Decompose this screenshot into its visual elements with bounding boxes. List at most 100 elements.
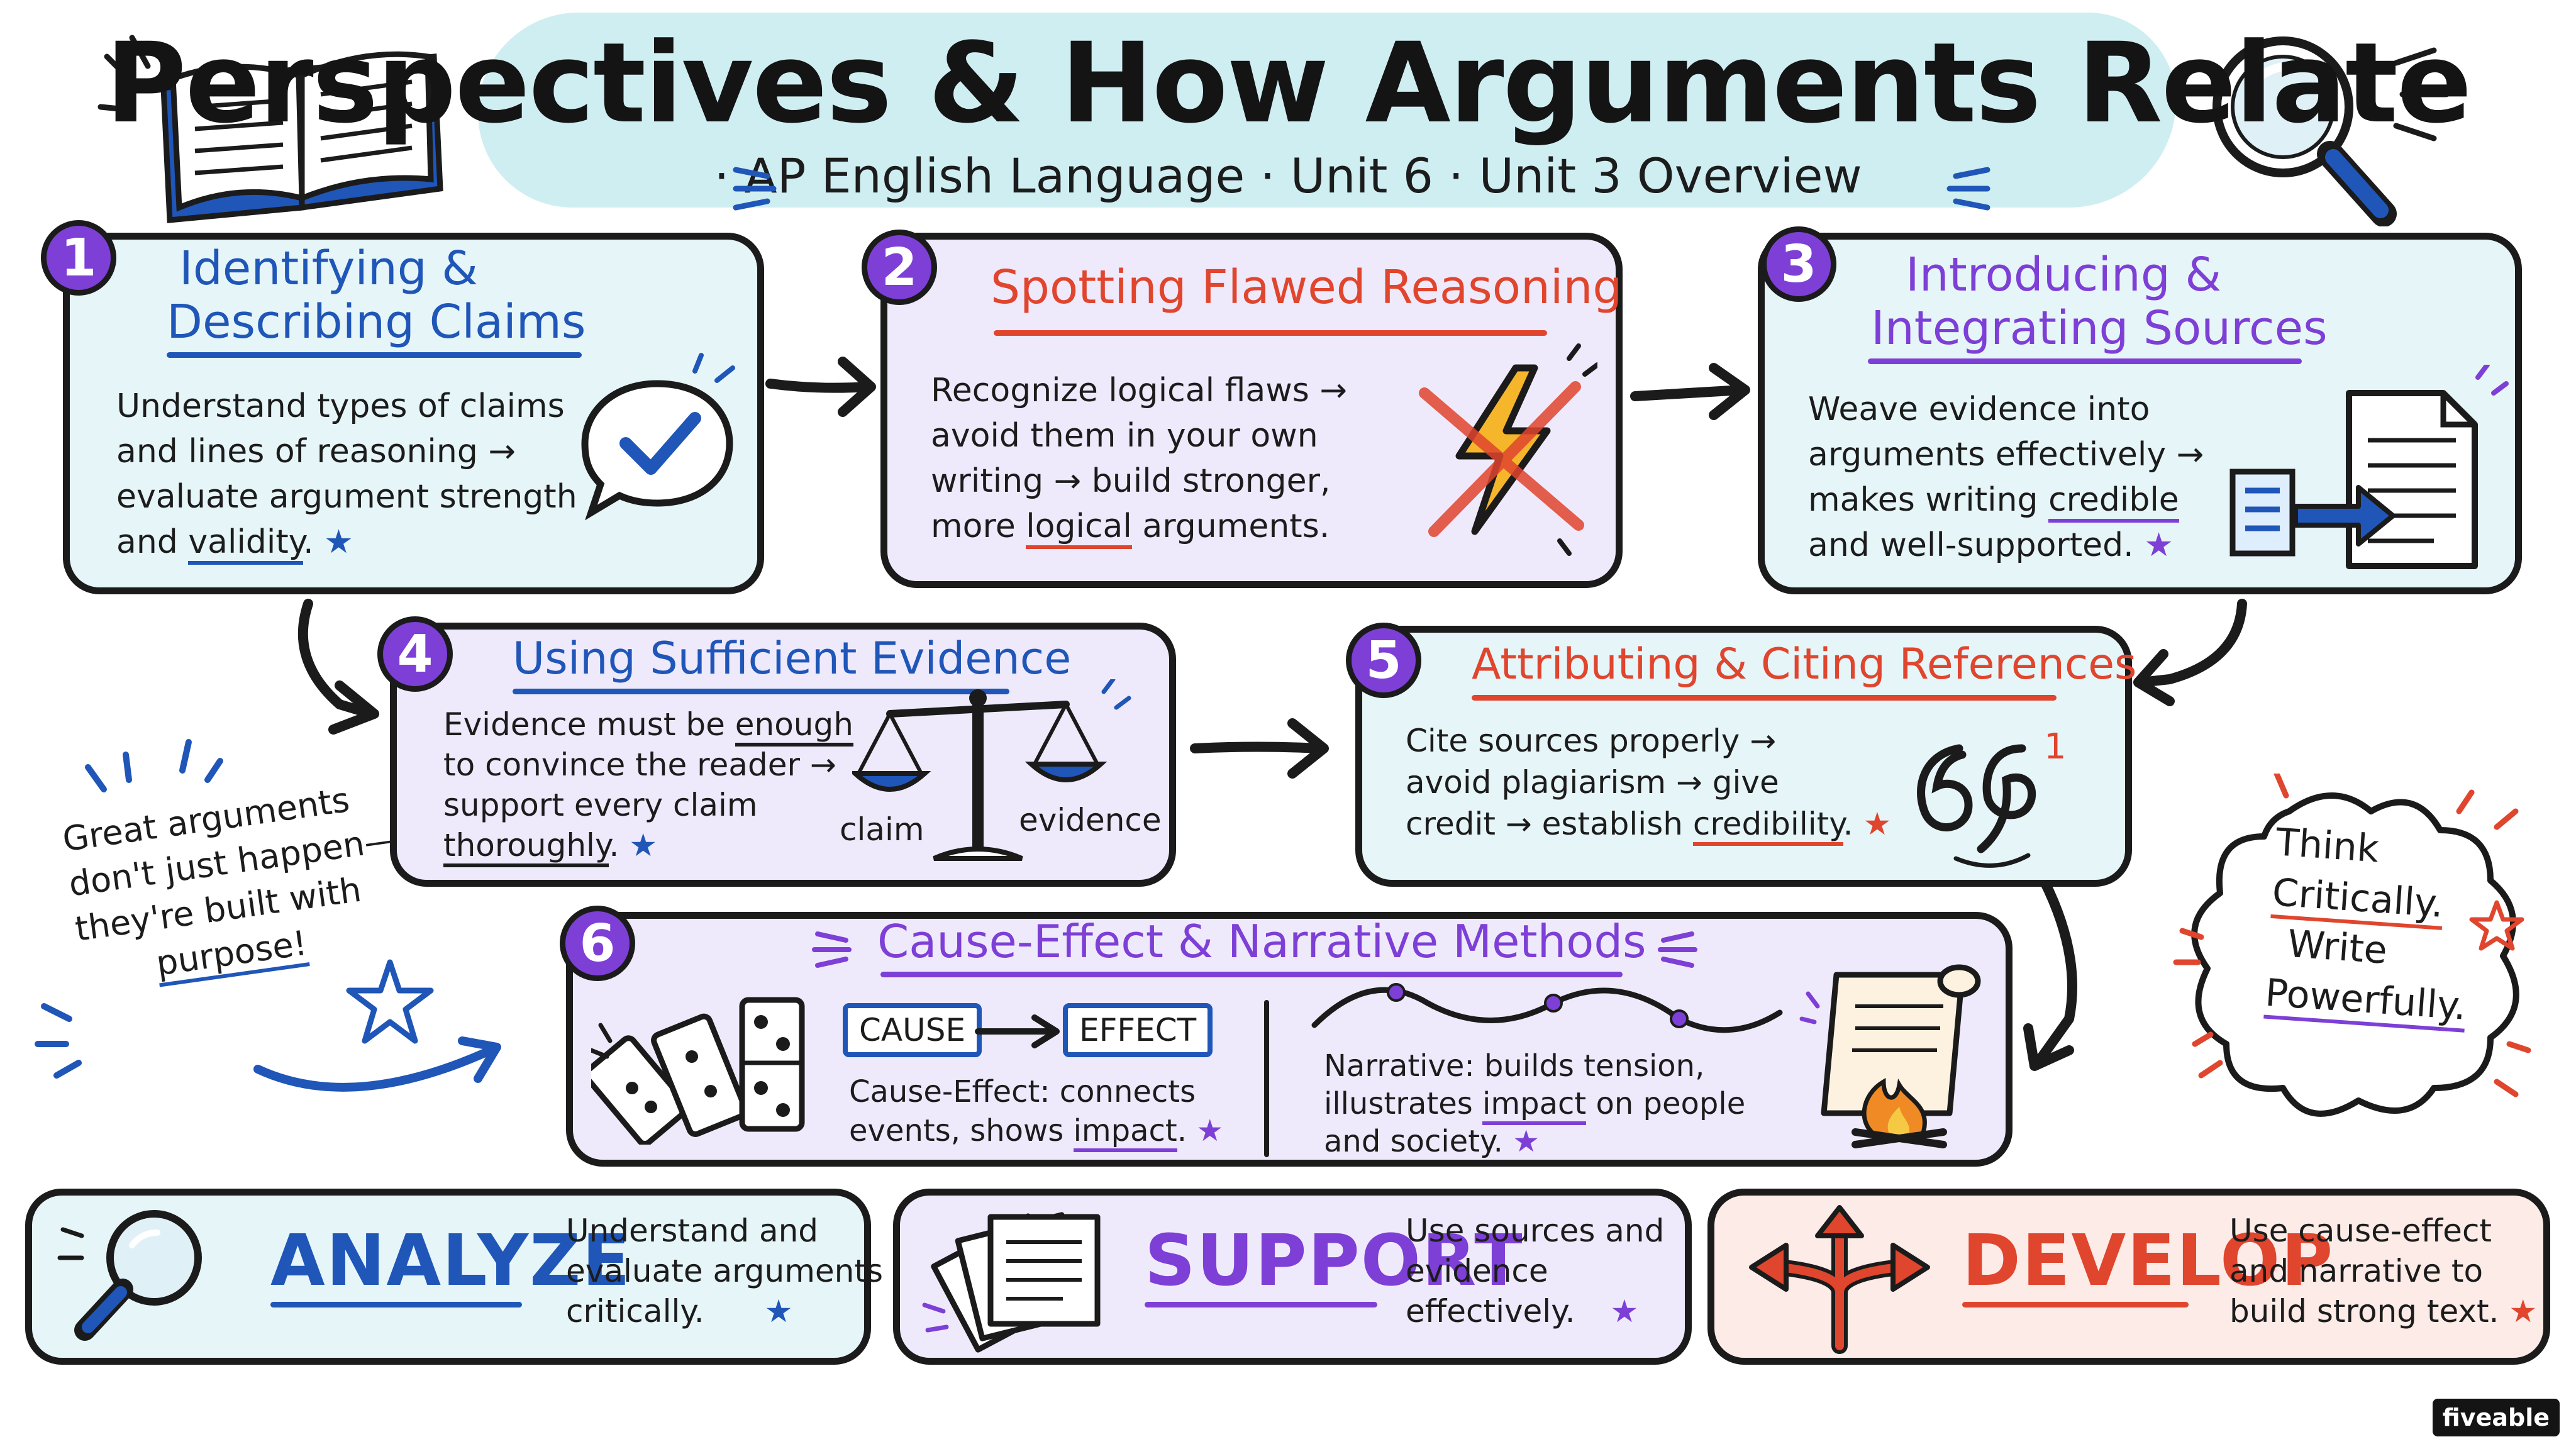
develop-underline [1962,1302,2189,1307]
effect-label: EFFECT [1063,1003,1213,1057]
narrative-wave-icon [1311,983,1783,1033]
card-5-body-line: Cite sources properly → [1406,723,1777,759]
card-2-title-line1: Spotting Flawed Reasoning [991,260,1623,314]
card-3-body-line: makes writing credible [1808,477,2204,523]
card-1-title-line2: Describing Claims [167,295,586,349]
subtitle-dash-right [1946,167,1990,211]
dominoes-icon [591,997,805,1145]
subtitle-dash-left [733,167,777,211]
card-3-title-underline [1868,358,2302,364]
scroll-campfire-icon [1799,964,1981,1148]
narrative-line: illustrates impact on people [1324,1085,1745,1125]
card-6-title-line1: Cause-Effect & Narrative Methods [877,915,1646,968]
card-6-number: 6 [560,906,635,981]
card-3-title-line1: Introducing & [1906,248,2222,302]
card-6-title-underline [880,972,1623,977]
card-2-title-underline [994,330,1547,336]
card-1-body-line: Understand types of claims [116,387,565,425]
card-1-number: 1 [41,220,116,296]
footnote-number: 1 [2044,726,2067,767]
card-3-body-line: Weave evidence into [1808,391,2150,428]
card-4-body-line: to convince the reader → [443,747,836,783]
brand-logo: fiveable [2432,1399,2560,1436]
cause-effect-text: Cause-Effect: connects events, shows imp… [849,1072,1223,1152]
card-1-body: Understand types of claims and lines of … [116,384,577,565]
card-5-body-line: avoid plagiarism → give [1406,764,1779,801]
card-4-body-line: Evidence must be enough [443,704,853,747]
card-1-title-line1: Identifying & [179,242,479,296]
bottom-line: evaluate arguments [566,1253,884,1289]
card-2-body-line: more logical arguments. [931,504,1347,549]
bottom-line: critically. ★ [566,1293,793,1330]
bottom-text-analyze: Understand and evaluate arguments critic… [566,1211,883,1331]
card-5-body: Cite sources properly → avoid plagiarism… [1406,720,1891,846]
card-3-body-line: arguments effectively → [1808,436,2204,474]
card-4-number: 4 [377,616,453,692]
papers-icon [922,1212,1101,1353]
checkmark-speech-bubble-icon [581,353,735,521]
support-underline [1145,1302,1377,1307]
card-3-number: 3 [1761,226,1836,302]
card-3-body: Weave evidence into arguments effectivel… [1808,387,2204,568]
card-1-body-line: and validity. ★ [116,519,577,565]
cause-effect-line: Cause-Effect: connects [849,1074,1196,1109]
narrative-line: Narrative: builds tension, [1324,1048,1705,1084]
cause-effect-line: events, shows impact. ★ [849,1111,1223,1152]
bottom-line: build strong text. ★ [2229,1293,2538,1330]
cause-effect-arrow [975,1014,1060,1048]
card-3-title-line2: Integrating Sources [1871,301,2328,355]
magnifier-icon [2212,36,2450,226]
narrative-line: and society. ★ [1324,1124,1540,1159]
bottom-text-support: Use sources and evidence effectively. ★ [1406,1211,1664,1331]
card-3-body-line: and well-supported. ★ [1808,526,2174,564]
card-4-body: Evidence must be enough to convince the … [443,704,853,867]
scale-right-label: evidence [1019,802,1162,838]
cloud-text: Think Critically. Write Powerfully. [2263,817,2478,1033]
card-5-body-line: credit → establish credibility. ★ [1406,803,1891,846]
balance-scale-icon [852,679,1131,861]
bottom-line: evidence [1406,1253,1548,1289]
bottom-line: Use sources and [1406,1213,1665,1249]
card-4-title-underline [513,689,1009,694]
bottom-line: effectively. ★ [1406,1293,1639,1330]
bottom-word-analyze: ANALYZE [270,1220,631,1302]
card-5-title-underline [1472,695,2057,701]
analyze-underline [270,1302,522,1307]
magnifier-icon [57,1210,202,1341]
title-dash-left [812,931,852,968]
narrative-text: Narrative: builds tension, illustrates i… [1324,1047,1745,1160]
scale-left-label: claim [840,811,924,848]
bottom-line: Understand and [566,1213,819,1249]
open-book-icon [97,35,443,223]
card-4-body-line: support every claim [443,787,758,823]
page-title: Perspectives & How Arguments Relate [105,19,2472,148]
card-1-body-line: evaluate argument strength [116,478,577,516]
bottom-word-develop: DEVELOP [1962,1220,2334,1302]
bottom-word-support: SUPPORT [1145,1220,1524,1302]
crossed-lightning-icon [1419,343,1597,556]
card-cause-effect-narrative [566,912,2012,1167]
quotation-marks-icon [1917,744,2036,868]
card-5-title-line1: Attributing & Citing References [1472,640,2137,689]
bottom-line: and narrative to [2229,1253,2484,1289]
card-2-body-line: avoid them in your own [931,417,1318,455]
bottom-line: Use cause-effect [2229,1213,2492,1249]
card-4-body-line: thoroughly. ★ [443,825,853,867]
card-2-body-line: Recognize logical flaws → [931,372,1347,409]
title-dash-right [1658,931,1697,968]
card-sufficient-evidence [390,623,1176,887]
cause-label: CAUSE [843,1003,982,1057]
document-transfer-icon [2229,365,2509,569]
branching-arrows-icon [1749,1205,1930,1354]
bottom-text-develop: Use cause-effect and narrative to build … [2229,1211,2537,1331]
card-5-number: 5 [1346,623,1421,698]
thought-cloud [2173,774,2531,1117]
page-subtitle: · AP English Language · Unit 6 · Unit 3 … [714,148,1862,204]
card-1-body-line: and lines of reasoning → [116,433,516,470]
card-2-body: Recognize logical flaws → avoid them in … [931,368,1347,549]
card-4-title-line1: Using Sufficient Evidence [513,633,1072,684]
card-2-number: 2 [862,230,937,305]
card-2-body-line: writing → build stronger, [931,462,1331,500]
card-1-title-underline [167,352,582,358]
